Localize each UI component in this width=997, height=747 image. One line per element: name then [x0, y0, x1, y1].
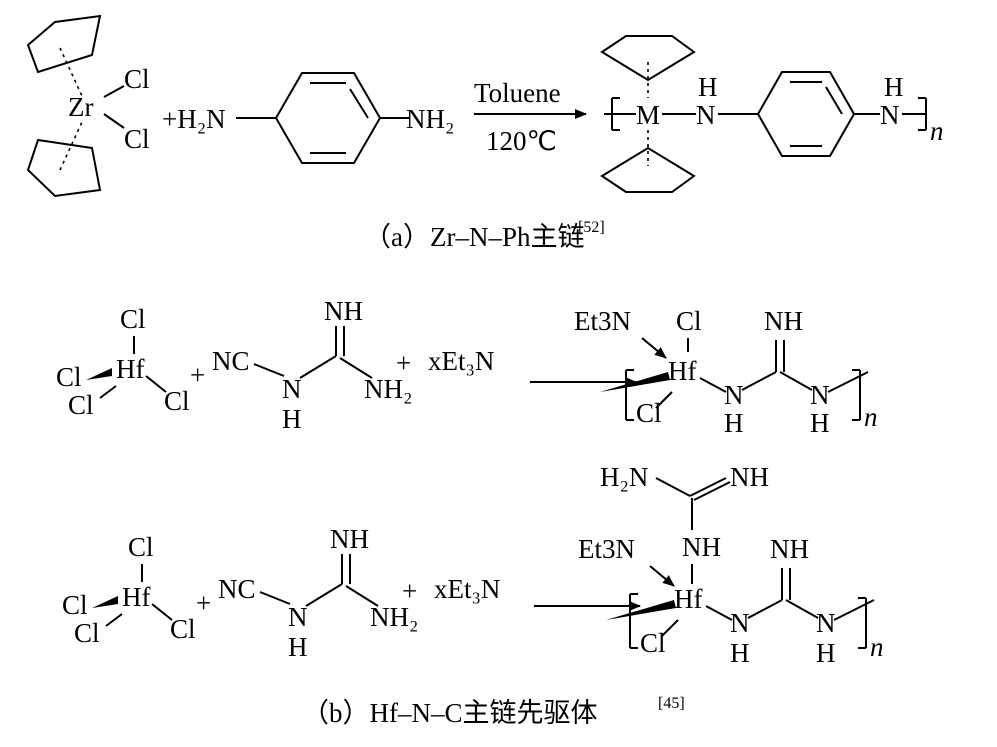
hf-cl-left2: Cl — [74, 618, 100, 648]
p-n2: N — [816, 608, 836, 638]
product-n2: N — [880, 100, 900, 130]
benzene-ring — [274, 72, 382, 164]
panel-b1: Cl Hf Cl Cl Cl + NC N H NH NH₂ + xEt₃N — [56, 296, 878, 438]
nh-top: NH — [330, 524, 369, 554]
hf-cl-right: Cl — [164, 386, 190, 416]
p-h2: H — [816, 638, 836, 668]
caption-b: （b）Hf–N–C主链先驱体 — [302, 698, 598, 728]
product-n1: N — [696, 100, 716, 130]
hf-cl-right: Cl — [170, 614, 196, 644]
plus-1: + — [190, 360, 205, 390]
condition-temperature: 120℃ — [486, 126, 557, 156]
phenylenediamine-reactant: +H₂N NH₂ — [162, 72, 454, 164]
nc-label: NC — [218, 574, 256, 604]
product-h2: H — [884, 72, 904, 102]
product-cp-top — [600, 35, 696, 82]
reaction-arrow-a: Toluene 120℃ — [474, 78, 587, 156]
product-metal: M — [636, 100, 660, 130]
p-cl-top: Cl — [676, 306, 702, 336]
n-mid: N — [288, 602, 308, 632]
dicyandiamide-reactant-2: NC N H NH NH₂ + — [218, 524, 418, 662]
panel-b2: Cl Hf Cl Cl Cl + NC N H NH NH₂ + xEt₃N — [62, 462, 884, 728]
p-n1: N — [730, 608, 750, 638]
hf-polymer-product-1: Et3N Cl Hf Cl N H NH N H n — [574, 306, 878, 438]
p-h1: H — [730, 638, 750, 668]
repeat-n-subscript: n — [930, 116, 944, 146]
p-nh-top: NH — [764, 306, 803, 336]
zr-cl-upper: Cl — [124, 64, 150, 94]
metallocene-polymer-product: M H N H N n — [600, 35, 944, 193]
product-h1: H — [698, 72, 718, 102]
p-h2: H — [810, 408, 830, 438]
hfcl4-reactant-1: Cl Hf Cl Cl Cl + — [56, 304, 205, 420]
p-n1: N — [724, 380, 744, 410]
hf-cl-top: Cl — [120, 304, 146, 334]
cp-ring-top — [26, 14, 102, 74]
nc-label: NC — [212, 346, 250, 376]
hf-cl-left1: Cl — [56, 362, 82, 392]
n-mid: N — [282, 374, 302, 404]
hfcl4-reactant-2: Cl Hf Cl Cl Cl + — [62, 532, 211, 648]
triethylamine-label: xEt₃N — [434, 574, 500, 604]
product-cp-bottom — [600, 146, 696, 193]
p-et3n: Et3N — [574, 306, 631, 336]
h-mid: H — [288, 632, 308, 662]
nh2-label: NH₂ — [406, 104, 454, 134]
hf-atom: Hf — [122, 582, 151, 612]
plus-2: + — [402, 576, 417, 606]
p-nh-a: NH — [730, 462, 769, 492]
p-n2: N — [810, 380, 830, 410]
plus-2: + — [396, 348, 411, 378]
nh2-label: NH₂ — [364, 374, 412, 404]
triethylamine-label: xEt₃N — [428, 346, 494, 376]
plus-1: + — [196, 588, 211, 618]
p-nh-top: NH — [770, 534, 809, 564]
hf-atom: Hf — [116, 354, 145, 384]
p-cl-bottom: Cl — [636, 398, 662, 428]
caption-b-ref: [45] — [658, 695, 685, 712]
panel-a: Zr Cl Cl +H₂N NH₂ Toluene 120℃ — [26, 14, 944, 252]
plus-h2n-label: +H₂N — [162, 104, 226, 134]
zr-cl-lower: Cl — [124, 124, 150, 154]
p-h2n: H₂N — [600, 462, 648, 492]
p-hf: Hf — [668, 356, 697, 386]
zr-atom: Zr — [68, 92, 93, 122]
p-nh-b: NH — [682, 532, 721, 562]
caption-a-ref: [52] — [578, 219, 605, 236]
nh2-label: NH₂ — [370, 602, 418, 632]
condition-solvent: Toluene — [474, 78, 561, 108]
zirconocene-reactant: Zr Cl Cl — [26, 14, 150, 198]
hf-cl-top: Cl — [128, 532, 154, 562]
p-et3n: Et3N — [578, 534, 635, 564]
p-n-subscript: n — [864, 402, 878, 432]
hf-polymer-product-2: H₂N NH NH Et3N Hf Cl N H NH N — [578, 462, 884, 668]
product-benzene — [756, 71, 856, 157]
p-h1: H — [724, 408, 744, 438]
dicyandiamide-reactant-1: NC N H NH NH₂ + — [212, 296, 412, 434]
p-cl-bottom: Cl — [640, 628, 666, 658]
hf-cl-left1: Cl — [62, 590, 88, 620]
caption-a: （a）Zr–N–Ph主链 — [364, 222, 584, 252]
cp-ring-bottom — [26, 138, 102, 198]
h-mid: H — [282, 404, 302, 434]
hf-cl-left2: Cl — [68, 390, 94, 420]
nh-top: NH — [324, 296, 363, 326]
p-hf: Hf — [674, 584, 703, 614]
p-n-subscript: n — [870, 632, 884, 662]
